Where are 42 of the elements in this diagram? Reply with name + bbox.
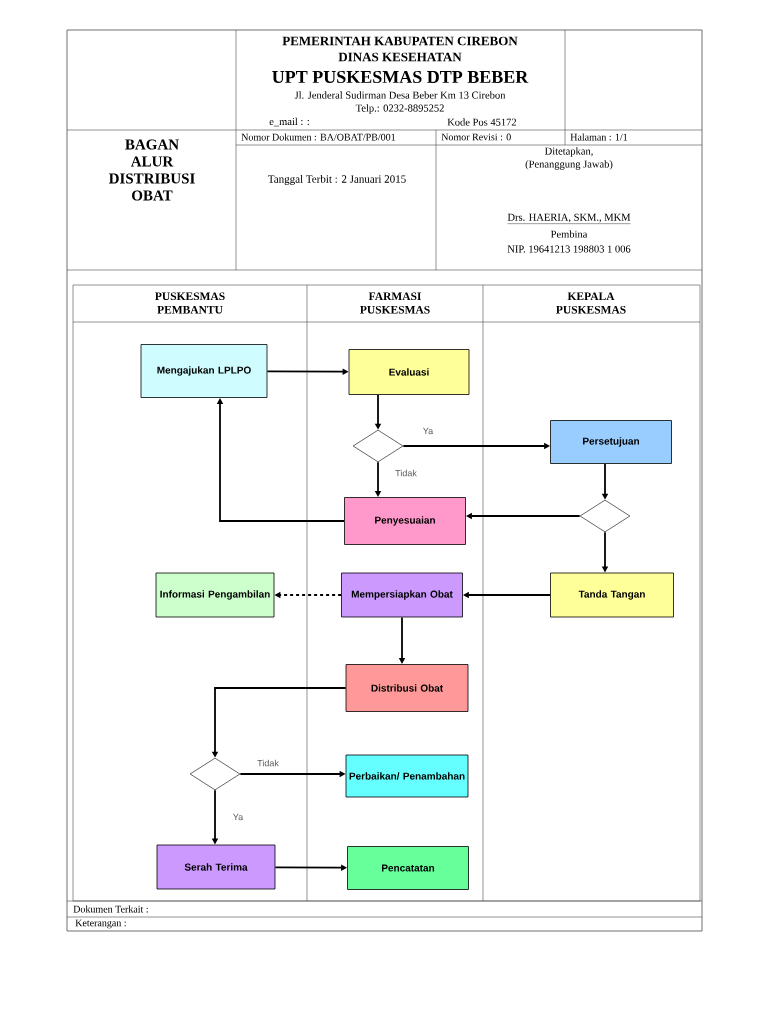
process-box: Persetujuan (550, 420, 672, 464)
label-text: Kode Pos 45172 (447, 118, 517, 126)
arrow (274, 864, 347, 871)
label-text: Ditetapkan, (544, 147, 593, 157)
edge-label: Tidak (255, 758, 281, 768)
decision-diamond (352, 429, 404, 463)
decision-diamond (579, 499, 631, 533)
label-text: Drs. HAERIA, SKM., MKM (507, 213, 631, 224)
label-text: Halaman : 1/1 (570, 133, 628, 141)
process-box: Informasi Pengambilan (155, 572, 275, 618)
label-text: Dokumen Terkait : (73, 905, 148, 913)
process-box: Perbaikan/ Penambahan (345, 754, 469, 798)
process-box: Distribusi Obat (345, 664, 469, 712)
lane-header: KEPALA PUSKESMAS (556, 292, 626, 314)
decision-diamond (189, 757, 241, 791)
heading: DINAS KESEHATAN (338, 52, 462, 62)
edge-label: Ya (421, 426, 435, 436)
label-text: Nomor Revisi : 0 (441, 133, 511, 141)
label-text: Keterangan : (75, 919, 126, 929)
title: BAGAN ALUR DISTRIBUSI OBAT (108, 139, 195, 201)
label-text: e_mail : : (269, 117, 309, 127)
process-box: Serah Terima (156, 844, 276, 890)
edge-label: Ya (231, 812, 245, 822)
heading: PEMERINTAH KABUPATEN CIREBON (282, 36, 518, 46)
edge-label: Tidak (393, 468, 419, 478)
process-box: Tanda Tangan (550, 572, 674, 618)
label-text: Pembina (550, 230, 588, 238)
label-text: Jl. Jenderal Sudirman Desa Beber Km 13 Cirebon (294, 91, 506, 99)
process-box: Evaluasi (348, 349, 470, 395)
process-box: Mengajukan LPLPO (140, 344, 268, 398)
label-text: (Penanggung Jawab) (525, 160, 613, 170)
process-box: Penyesuaian (344, 497, 466, 545)
label-text: Nomor Dokumen : BA/OBAT/PB/001 (241, 133, 396, 141)
arrow (216, 398, 345, 522)
lane-header: PUSKESMAS PEMBANTU (155, 292, 225, 314)
label-text: NIP. 19641213 198803 1 006 (507, 245, 631, 253)
process-box: Mempersiapkan Obat (341, 572, 463, 618)
label-text: Telp.: 0232-8895252 (355, 104, 444, 114)
process-box: Pencatatan (347, 846, 469, 890)
lane-header: FARMASI PUSKESMAS (360, 292, 430, 314)
label-text: Tanggal Terbit : 2 Januari 2015 (268, 175, 406, 185)
heading: UPT PUSKESMAS DTP BEBER (272, 70, 529, 84)
